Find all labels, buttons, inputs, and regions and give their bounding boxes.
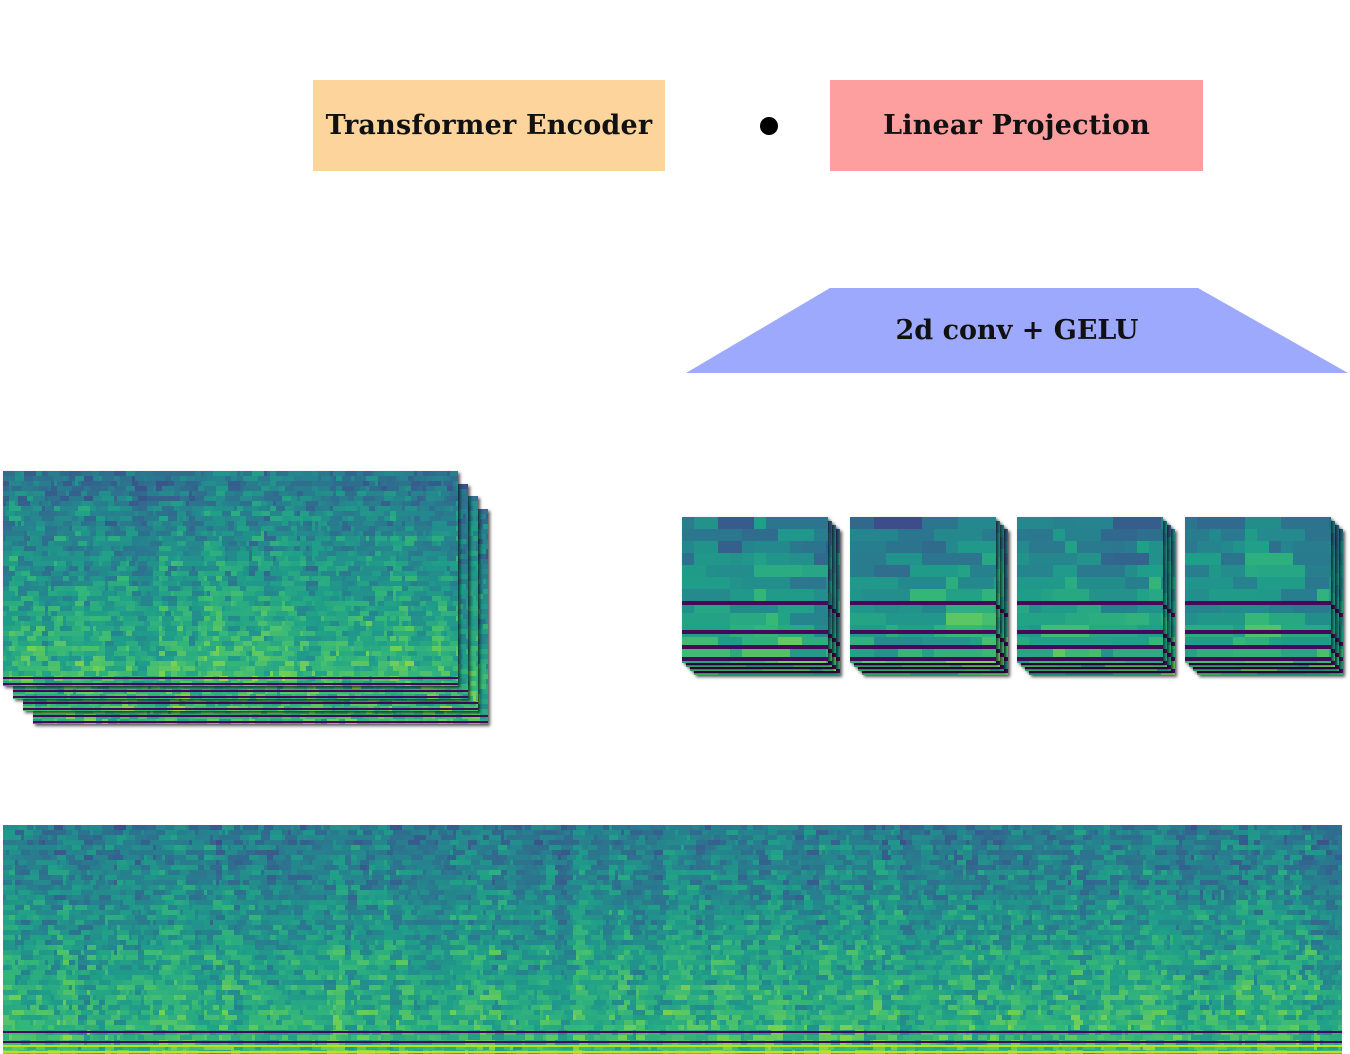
full-spectrogram-layer-texture <box>3 825 1342 1054</box>
combine-dot <box>760 117 778 135</box>
conv-trapezoid-shape <box>686 288 1348 373</box>
patch-layer-texture <box>682 517 828 663</box>
patch-layer <box>850 517 996 663</box>
patch-layer-texture <box>850 517 996 663</box>
patch-layer-texture <box>1185 517 1331 663</box>
patch-layer <box>1017 517 1163 663</box>
full-spectrogram-layer <box>3 825 1342 1054</box>
conv-gelu-block: 2d conv + GELU <box>686 288 1348 373</box>
spectrogram-layer-texture <box>3 471 458 686</box>
patch-layer <box>1185 517 1331 663</box>
conv-gelu-label: 2d conv + GELU <box>895 315 1139 346</box>
patch-layer <box>682 517 828 663</box>
transformer-encoder-label: Transformer Encoder <box>325 110 653 141</box>
linear-projection-box: Linear Projection <box>830 80 1203 171</box>
transformer-encoder-box: Transformer Encoder <box>313 80 665 171</box>
spectrogram-layer <box>3 471 458 686</box>
patch-layer-texture <box>1017 517 1163 663</box>
linear-projection-label: Linear Projection <box>883 110 1150 141</box>
